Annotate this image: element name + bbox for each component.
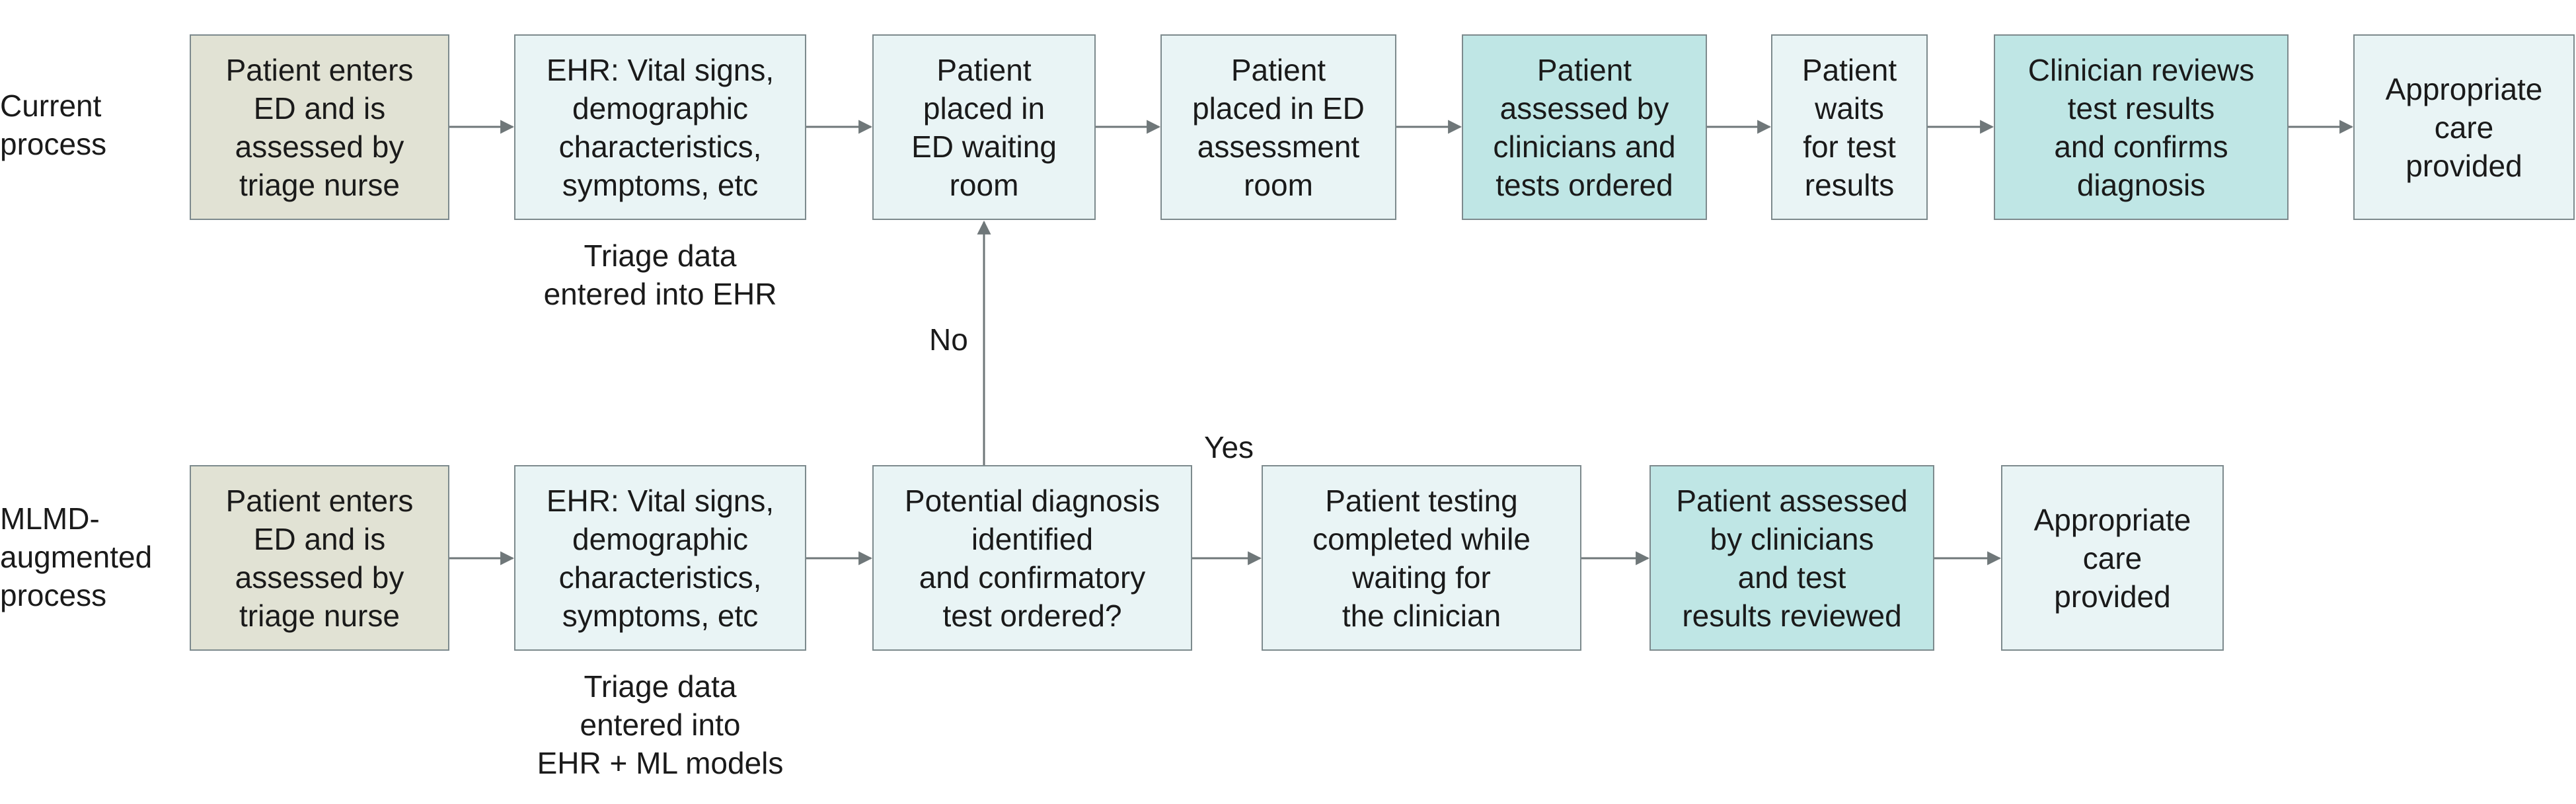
step-text: EHR: Vital signs, demographic characteri… (546, 52, 775, 202)
step-text: Appropriate care provided (2385, 71, 2543, 183)
mlmd-step-assessed-and-reviewed: Patient assessed by clinicians and test … (1649, 465, 1934, 651)
current-step-assessed-by-clinicians: Patient assessed by clinicians and tests… (1462, 34, 1707, 220)
step-text: Patient enters ED and is assessed by tri… (225, 52, 414, 202)
current-step-ehr: EHR: Vital signs, demographic characteri… (514, 34, 806, 220)
step-text: Appropriate care provided (2033, 502, 2191, 614)
step-text: Patient placed in ED waiting room (911, 52, 1057, 202)
mlmd-step-diagnosis-decision: Potential diagnosis identified and confi… (872, 465, 1192, 651)
current-triage-note: Triage data entered into EHR (543, 238, 777, 311)
step-text: Patient placed in ED assessment room (1192, 52, 1365, 202)
row-label-current: Current process (0, 89, 107, 161)
current-step-triage: Patient enters ED and is assessed by tri… (190, 34, 449, 220)
current-step-care-provided: Appropriate care provided (2353, 34, 2575, 220)
step-text: Potential diagnosis identified and confi… (904, 483, 1160, 633)
mlmd-step-ehr: EHR: Vital signs, demographic characteri… (514, 465, 806, 651)
current-step-assessment-room: Patient placed in ED assessment room (1160, 34, 1396, 220)
step-text: Patient assessed by clinicians and tests… (1493, 52, 1676, 202)
current-step-waiting-room: Patient placed in ED waiting room (872, 34, 1096, 220)
branch-label-yes: Yes (1204, 430, 1254, 464)
mlmd-step-triage: Patient enters ED and is assessed by tri… (190, 465, 449, 651)
row-label-mlmd: MLMD- augmented process (0, 501, 153, 612)
mlmd-step-testing-completed: Patient testing completed while waiting … (1262, 465, 1581, 651)
step-text: Patient assessed by clinicians and test … (1676, 483, 1908, 633)
mlmd-step-care-provided: Appropriate care provided (2001, 465, 2224, 651)
step-text: Patient waits for test results (1801, 52, 1897, 202)
current-step-waits-for-results: Patient waits for test results (1771, 34, 1928, 220)
mlmd-triage-note: Triage data entered into EHR + ML models (537, 669, 784, 780)
step-text: Patient enters ED and is assessed by tri… (225, 483, 414, 633)
current-step-clinician-reviews: Clinician reviews test results and confi… (1994, 34, 2289, 220)
step-text: Patient testing completed while waiting … (1312, 483, 1531, 633)
step-text: EHR: Vital signs, demographic characteri… (546, 483, 775, 633)
step-text: Clinician reviews test results and confi… (2027, 52, 2255, 202)
branch-label-no: No (929, 322, 968, 357)
